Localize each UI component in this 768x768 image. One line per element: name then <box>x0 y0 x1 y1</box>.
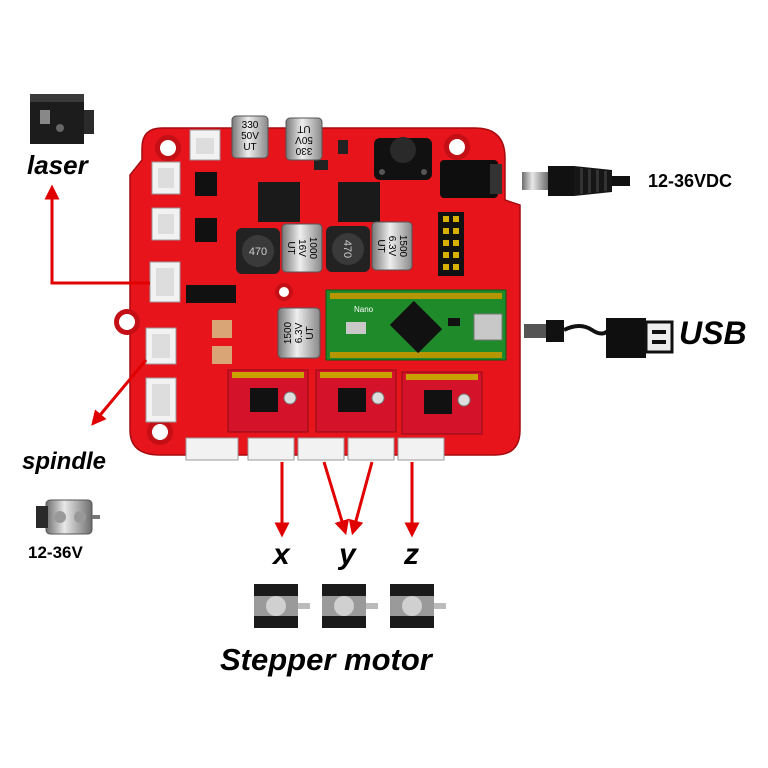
mounting-hole <box>275 283 293 301</box>
driver-board-y <box>315 369 397 433</box>
svg-text:330: 330 <box>242 120 259 131</box>
controller-board: 330 50V UT 330 50V UT 1000 16V UT 1500 <box>114 115 521 461</box>
sd-inductor <box>212 346 232 364</box>
svg-text:Nano: Nano <box>354 305 374 314</box>
driver-board-z <box>401 371 483 435</box>
push-button <box>374 137 432 180</box>
regulator-chip <box>338 182 380 222</box>
axis-x-label: x <box>273 538 290 571</box>
svg-text:6.3V: 6.3V <box>294 322 305 343</box>
svg-text:6.3V: 6.3V <box>386 236 397 257</box>
svg-text:50V: 50V <box>295 134 313 145</box>
mounting-hole <box>155 135 181 161</box>
motor-connector-y1 <box>297 437 345 461</box>
smd-part <box>314 160 328 170</box>
svg-text:330: 330 <box>295 145 312 156</box>
svg-text:470: 470 <box>341 240 353 258</box>
svg-text:UT: UT <box>305 326 316 339</box>
left-connector <box>151 161 181 195</box>
left-connector <box>151 207 181 241</box>
top-connector <box>189 129 221 161</box>
capacitor-2: 330 50V UT <box>285 117 323 161</box>
svg-text:1000: 1000 <box>307 237 318 260</box>
nano-board: Nano <box>325 289 507 361</box>
usb-cable-icon <box>524 318 674 358</box>
axis-y-label: y <box>339 538 356 571</box>
left-connector <box>145 377 177 423</box>
stepper-motor-icon <box>322 584 378 628</box>
board-dc-jack <box>440 160 502 198</box>
pin-header <box>438 212 464 276</box>
dc-motor-icon <box>36 499 100 535</box>
stepper-motor-icon <box>254 584 310 628</box>
motor-connector-y2 <box>347 437 395 461</box>
y-axis-arrow-left <box>322 461 350 536</box>
capacitor-1: 330 50V UT <box>231 115 269 159</box>
dc-input-label: 12-36VDC <box>648 171 733 191</box>
motor-connector-z <box>397 437 445 461</box>
spindle-connector <box>145 327 177 365</box>
mounting-hole <box>444 134 470 160</box>
smd-part <box>338 140 348 154</box>
axis-z-label: z <box>404 538 419 571</box>
usb-label: USB <box>679 315 747 351</box>
stepper-motor-label: Stepper motor <box>220 642 432 677</box>
stepper-motor-icon <box>390 584 446 628</box>
laser-connector <box>149 261 181 303</box>
spindle-label: spindle <box>22 448 107 475</box>
capacitor-4: 1500 6.3V UT <box>371 221 413 271</box>
mounting-hole <box>114 309 140 335</box>
laser-arrow <box>44 184 150 285</box>
sd-inductor <box>212 320 232 338</box>
motor-connector-x <box>247 437 295 461</box>
svg-text:1500: 1500 <box>283 321 294 344</box>
svg-text:UT: UT <box>243 142 256 153</box>
laser-label: laser <box>27 150 88 180</box>
driver-board-x <box>227 369 309 433</box>
regulator-chip <box>258 182 300 222</box>
svg-text:UT: UT <box>297 123 310 134</box>
capacitor-5: 1500 6.3V UT <box>277 307 321 359</box>
mosfet-chip <box>195 218 217 242</box>
inductor-2: 470 <box>326 226 370 272</box>
svg-text:16V: 16V <box>296 239 307 257</box>
mosfet-chip <box>195 172 217 196</box>
laser-module-icon <box>30 94 94 144</box>
dc-jack-cable-icon <box>522 166 630 196</box>
svg-text:UT: UT <box>375 239 386 252</box>
svg-text:470: 470 <box>249 246 267 258</box>
spindle-arrow <box>91 359 148 426</box>
mounting-hole <box>147 419 173 445</box>
y-axis-arrow-right <box>348 461 374 536</box>
capacitor-3: 1000 16V UT <box>281 223 323 273</box>
relay-chip <box>186 285 236 303</box>
svg-text:50V: 50V <box>241 131 259 142</box>
inductor-1: 470 <box>236 228 280 274</box>
bottom-connector <box>185 437 239 461</box>
svg-text:UT: UT <box>285 241 296 254</box>
svg-text:1500: 1500 <box>397 235 408 258</box>
spindle-voltage-label: 12-36V <box>28 543 83 562</box>
